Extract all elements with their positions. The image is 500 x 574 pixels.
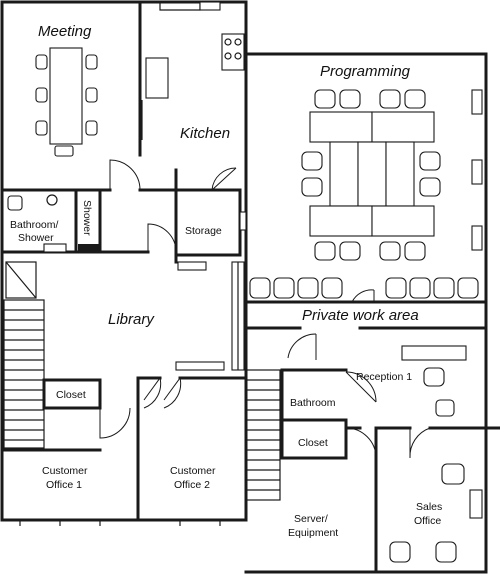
label-server-l2: Equipment — [288, 527, 338, 539]
label-bathroom-shower-2: Shower — [18, 232, 54, 244]
storage-door — [147, 211, 247, 253]
label-customer-office-2-l1: Customer — [170, 465, 216, 477]
label-bathroom: Bathroom — [290, 397, 336, 409]
programming-chairs — [301, 89, 441, 261]
label-closet-right: Closet — [298, 437, 328, 449]
label-storage: Storage — [185, 225, 222, 237]
bathroom-fixtures — [7, 194, 100, 253]
sales-fixtures — [345, 427, 483, 563]
room-labels: Meeting Kitchen Programming Bathroom/ Sh… — [10, 23, 442, 539]
label-programming: Programming — [320, 63, 411, 80]
label-customer-office-1-l2: Office 1 — [46, 479, 82, 491]
label-meeting: Meeting — [38, 23, 92, 40]
library-fixtures — [99, 261, 245, 439]
label-customer-office-2-l2: Office 2 — [174, 479, 210, 491]
label-sales-l1: Sales — [416, 501, 442, 513]
programming-windows — [471, 89, 483, 251]
programming-desks — [309, 111, 435, 237]
label-shower: Shower — [81, 200, 93, 236]
label-private-work-area: Private work area — [302, 307, 419, 324]
label-kitchen: Kitchen — [180, 125, 230, 142]
label-sales-l2: Office — [414, 515, 441, 527]
kitchen-fixtures — [109, 1, 245, 191]
reception-fixtures — [287, 333, 467, 417]
label-reception: Reception 1 — [356, 371, 412, 383]
stairs-right — [245, 369, 281, 501]
meeting-table — [35, 47, 98, 157]
window-marks — [19, 520, 221, 526]
label-closet-left: Closet — [56, 389, 86, 401]
label-library: Library — [108, 311, 155, 328]
label-customer-office-1-l1: Customer — [42, 465, 88, 477]
meeting-chairs — [35, 54, 98, 136]
label-server-l1: Server/ — [294, 513, 328, 525]
stairs-left — [3, 261, 45, 449]
private-work-chairs — [249, 277, 479, 303]
label-bathroom-shower-1: Bathroom/ — [10, 219, 59, 231]
